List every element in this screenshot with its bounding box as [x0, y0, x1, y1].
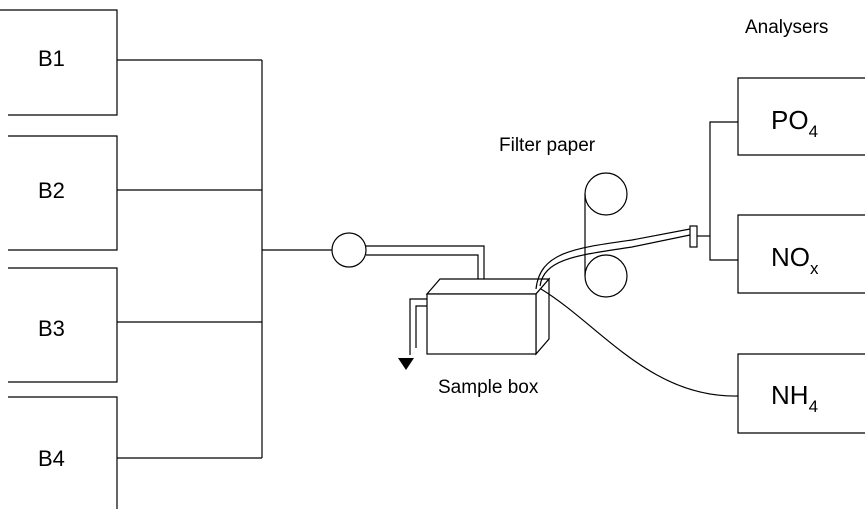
reactor-b3-label: B3 — [38, 316, 65, 341]
sampling-manifold — [117, 59, 332, 459]
sample-box-label: Sample box — [438, 377, 539, 398]
analyser-nh4: NH4 — [737, 353, 865, 434]
sample-box — [425, 277, 551, 356]
pump — [331, 232, 367, 268]
reactor-b2: B2 — [8, 135, 118, 251]
analysers-heading: Analysers — [745, 17, 828, 38]
analyser-nox-subscript: x — [810, 259, 819, 278]
reactor-b2-label: B2 — [38, 178, 65, 203]
drain — [398, 298, 427, 370]
reactor-b1-label: B1 — [38, 46, 65, 71]
svg-text:NOx: NOx — [771, 242, 819, 278]
filter-roller-upper — [584, 172, 628, 216]
analyser-nh4-label: NH — [771, 380, 809, 410]
filter-paper-label: Filter paper — [499, 135, 596, 156]
analyser-nox-label: NO — [771, 242, 810, 272]
pump-to-sample-box-tubing — [366, 245, 485, 283]
filter-roller-lower — [584, 254, 628, 298]
svg-text:NH4: NH4 — [771, 380, 818, 416]
analyser-po4-label: PO — [771, 105, 809, 135]
filter-paper-unit — [584, 172, 628, 298]
analyser-po4-subscript: 4 — [809, 122, 818, 141]
reactor-b4-label: B4 — [38, 446, 65, 471]
reactor-b4: B4 — [8, 396, 118, 509]
analyser-nox: NOx — [737, 214, 865, 294]
reactor-b3: B3 — [8, 267, 118, 383]
analyser-po4: PO4 — [737, 77, 865, 156]
sample-tubing — [535, 228, 739, 397]
analyser-nh4-subscript: 4 — [809, 397, 818, 416]
reactor-b1: B1 — [0, 9, 118, 116]
svg-text:PO4: PO4 — [771, 105, 818, 141]
flow-splitter — [689, 121, 738, 261]
drain-arrow-icon — [398, 358, 414, 370]
